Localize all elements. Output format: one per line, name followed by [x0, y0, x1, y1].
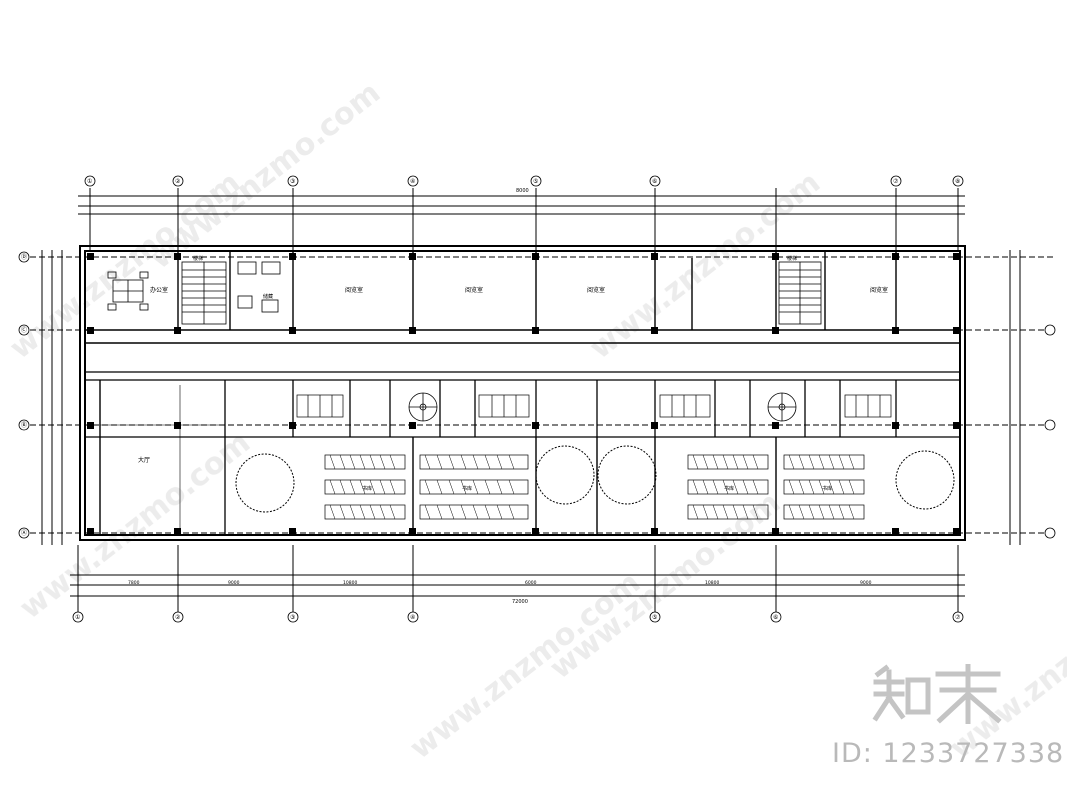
segment-width: 9000: [860, 580, 872, 586]
grid-label: ⑤: [652, 614, 657, 621]
top-dimensions: [78, 188, 965, 250]
grid-label: ②: [175, 614, 181, 621]
grid-label: ②: [175, 178, 181, 185]
overall-dimension-top: 8000: [516, 188, 529, 194]
grid-label: Ⓑ: [21, 421, 27, 429]
grid-label: ④: [410, 614, 415, 621]
stair-top-left: [181, 261, 227, 325]
room-label-reading: 阅览室: [587, 286, 605, 294]
exterior-walls: [79, 245, 966, 541]
room-label-stacks: 书库: [724, 485, 734, 492]
room-label-hall: 大厅: [138, 456, 150, 464]
bottom-dimensions: [70, 545, 965, 612]
middle-row: [85, 371, 960, 535]
brand-logo: [872, 664, 1002, 724]
shelf-hatching: [329, 454, 855, 520]
watermark: www.znzmo.com: [583, 165, 827, 366]
room-label-office: 办公室: [150, 286, 168, 294]
segment-width: 6000: [525, 580, 537, 586]
grid-bubbles: [18, 175, 1056, 623]
room-label-store: 储藏: [263, 293, 273, 300]
grid-label: ⑥: [773, 614, 778, 621]
grid-label: ⑤: [533, 178, 538, 185]
round-tables: [235, 445, 955, 513]
grid-label: ③: [290, 178, 295, 185]
spiral-stairs: [408, 392, 797, 422]
room-label-reading: 阅览室: [345, 286, 363, 294]
grid-label: ①: [75, 614, 80, 621]
toilet-partitions: [296, 394, 892, 418]
overall-dimension-bottom: 72000: [512, 599, 528, 605]
grid-label: ③: [290, 614, 295, 621]
watermark: www.znzmo.com: [543, 485, 787, 686]
segment-width: 9000: [228, 580, 240, 586]
room-label-stair: 楼梯: [193, 255, 203, 262]
grid-label: Ⓐ: [21, 529, 27, 537]
side-dimensions: [30, 250, 1055, 545]
stair-top-right: [778, 261, 822, 325]
segment-width: 10800: [343, 580, 357, 586]
room-label-stair: 楼梯: [787, 255, 797, 262]
segment-width: 7800: [128, 580, 140, 586]
segment-width: 10800: [705, 580, 719, 586]
grid-label: ④: [410, 178, 415, 185]
grid-label: Ⓒ: [21, 326, 27, 334]
office-furniture: [107, 261, 281, 313]
watermark: www.znzmo.com: [403, 565, 647, 766]
room-label-reading: 阅览室: [465, 286, 483, 294]
grid-label: ⑧: [955, 178, 960, 185]
room-label-stacks: 书库: [462, 485, 472, 492]
grid-label: ⑥: [652, 178, 657, 185]
grid-label: Ⓓ: [21, 253, 27, 261]
grid-label: ①: [87, 178, 92, 185]
hall-grid: [100, 385, 225, 530]
id-label: ID: 1233727338: [832, 738, 1065, 769]
columns: [87, 253, 960, 535]
room-label-reading: 阅览室: [870, 286, 888, 294]
room-label-stacks: 书库: [822, 485, 832, 492]
room-label-stacks: 书库: [362, 485, 372, 492]
grid-label: ⑦: [893, 178, 899, 185]
grid-label: ⑦: [955, 614, 961, 621]
bottom-row: [84, 380, 777, 535]
top-room-row: [85, 251, 960, 344]
